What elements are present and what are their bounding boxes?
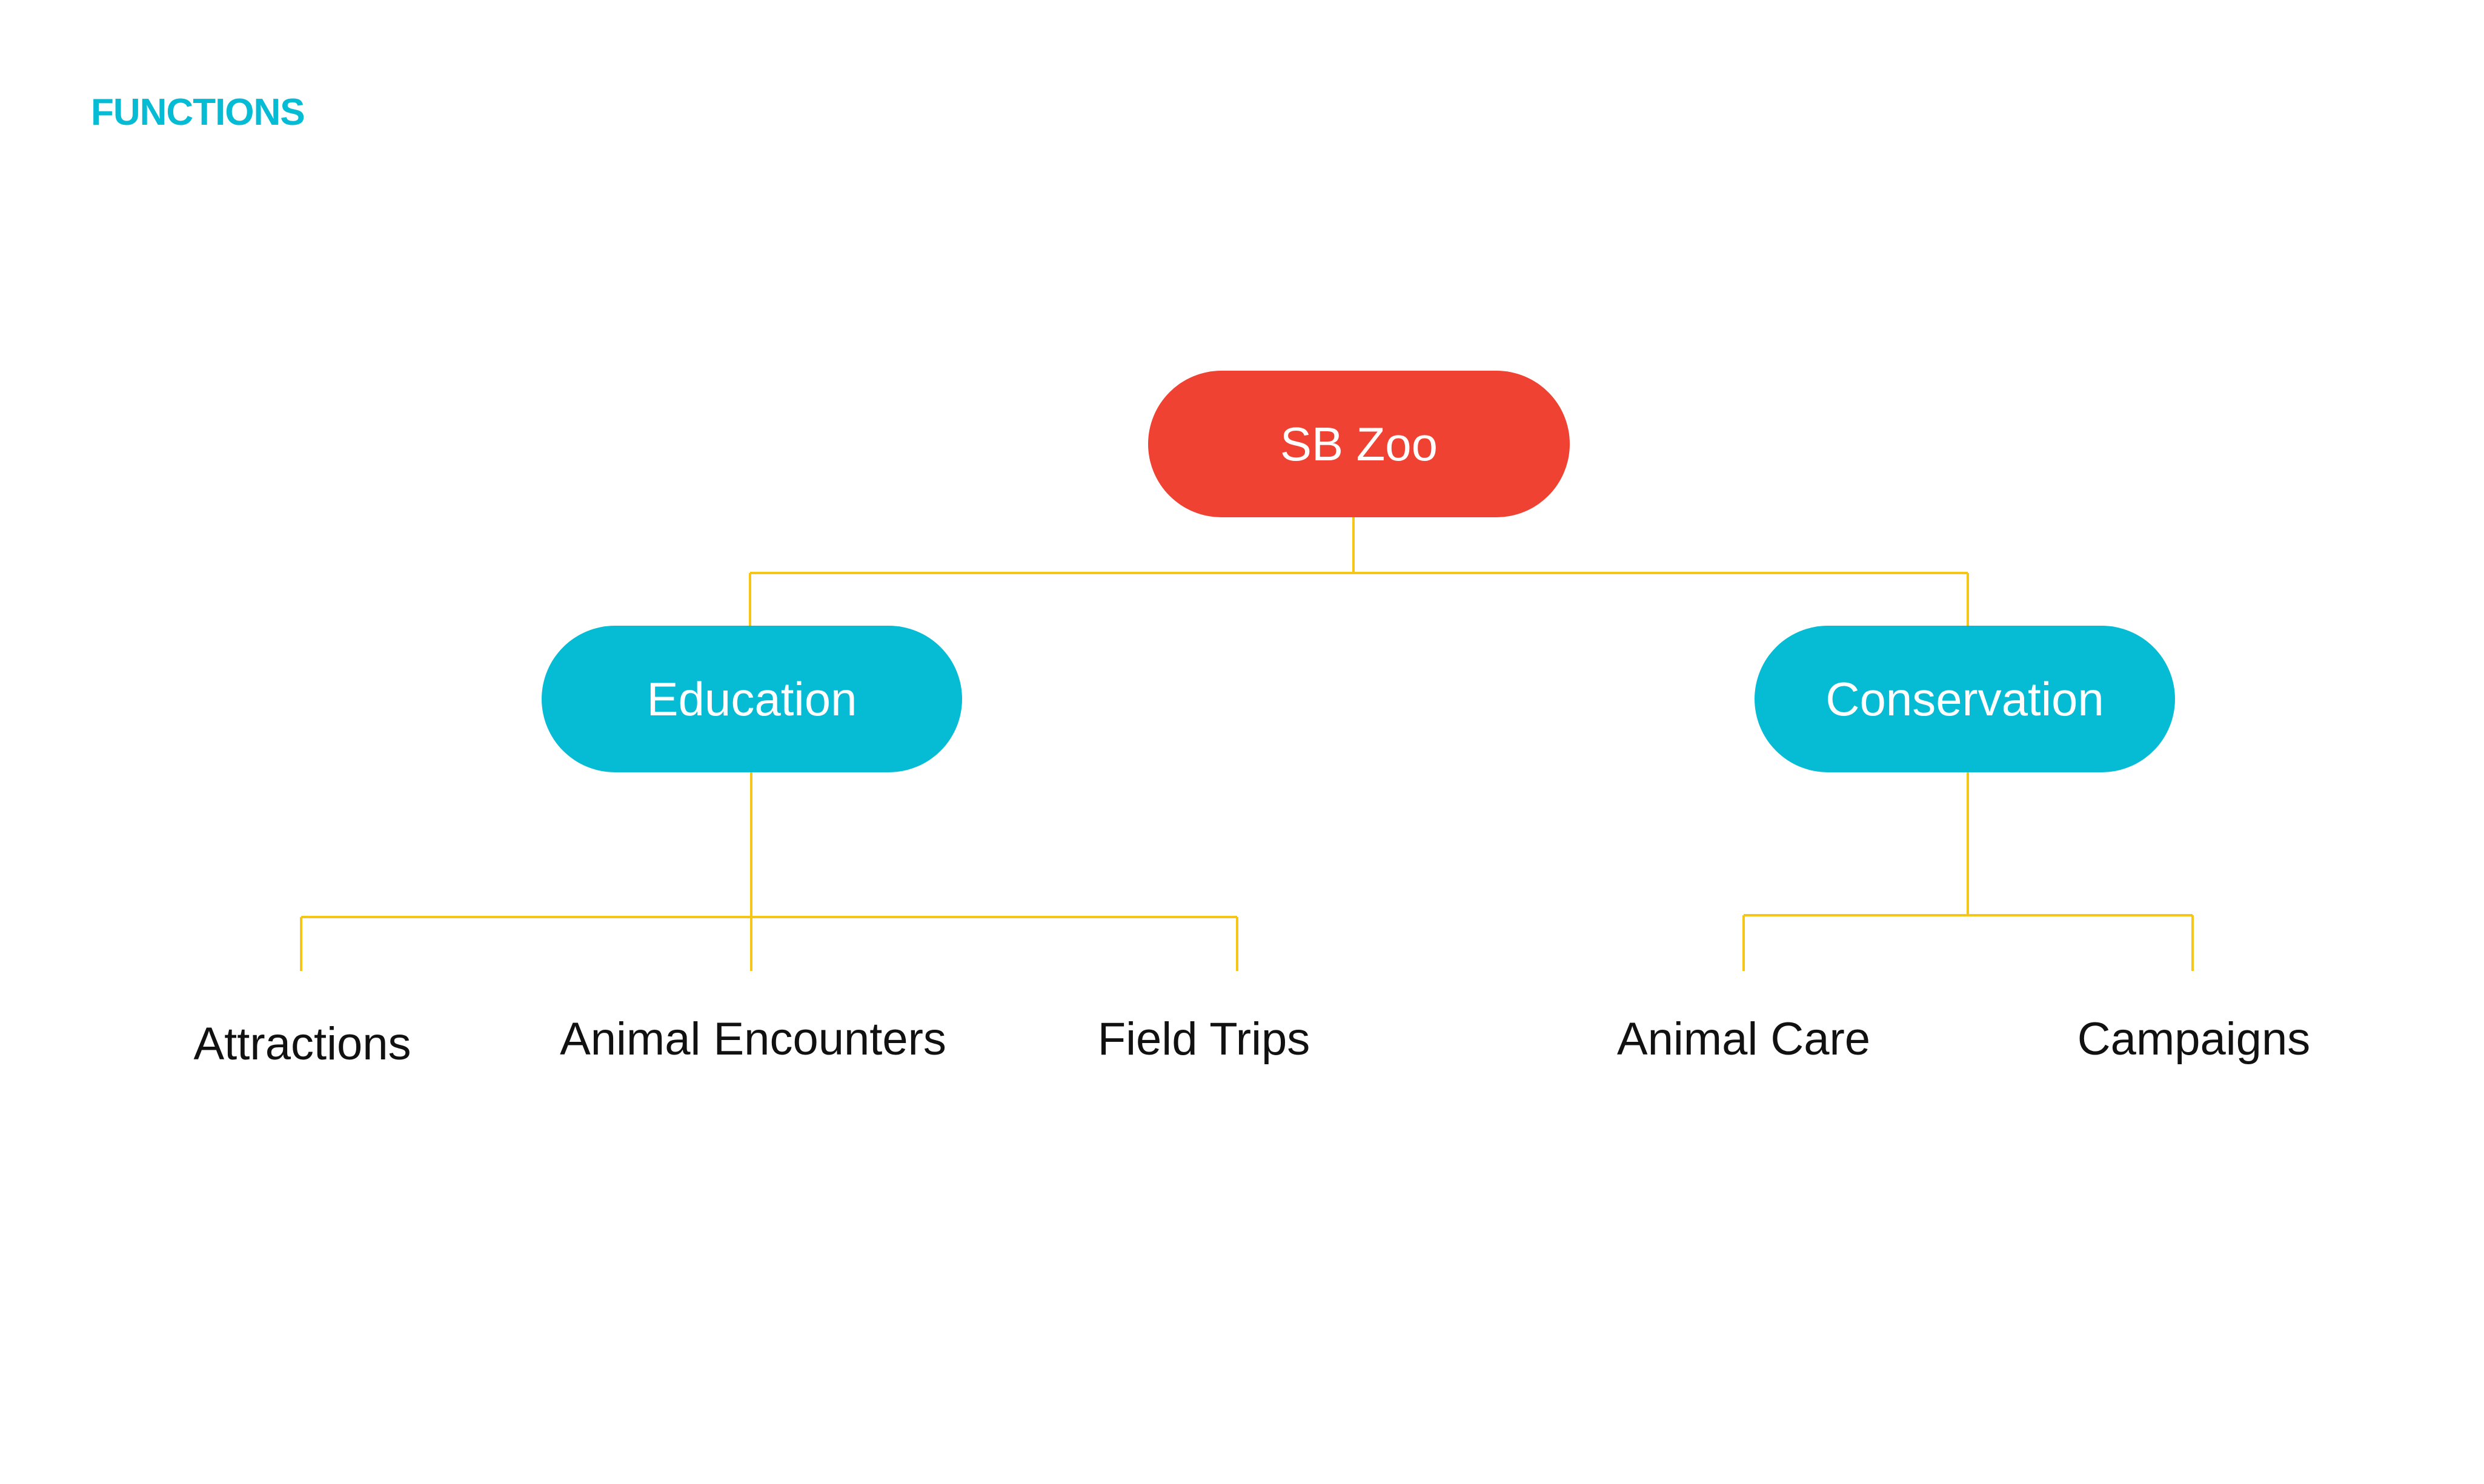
leaf-animal-encounters: Animal Encounters xyxy=(560,1013,946,1065)
leaf-animal-care: Animal Care xyxy=(1616,1013,1871,1065)
branch-node-conservation: Conservation xyxy=(1755,626,2175,772)
root-node: SB Zoo xyxy=(1148,371,1570,517)
branch-node-education: Education xyxy=(542,626,962,772)
leaf-attractions: Attractions xyxy=(193,1018,411,1070)
leaf-campaigns: Campaigns xyxy=(2077,1013,2311,1065)
leaf-field-trips: Field Trips xyxy=(1097,1013,1310,1065)
branch-label: Conservation xyxy=(1825,672,2104,726)
page-title: FUNCTIONS xyxy=(91,91,305,133)
root-label: SB Zoo xyxy=(1280,417,1438,471)
branch-label: Education xyxy=(646,672,857,726)
